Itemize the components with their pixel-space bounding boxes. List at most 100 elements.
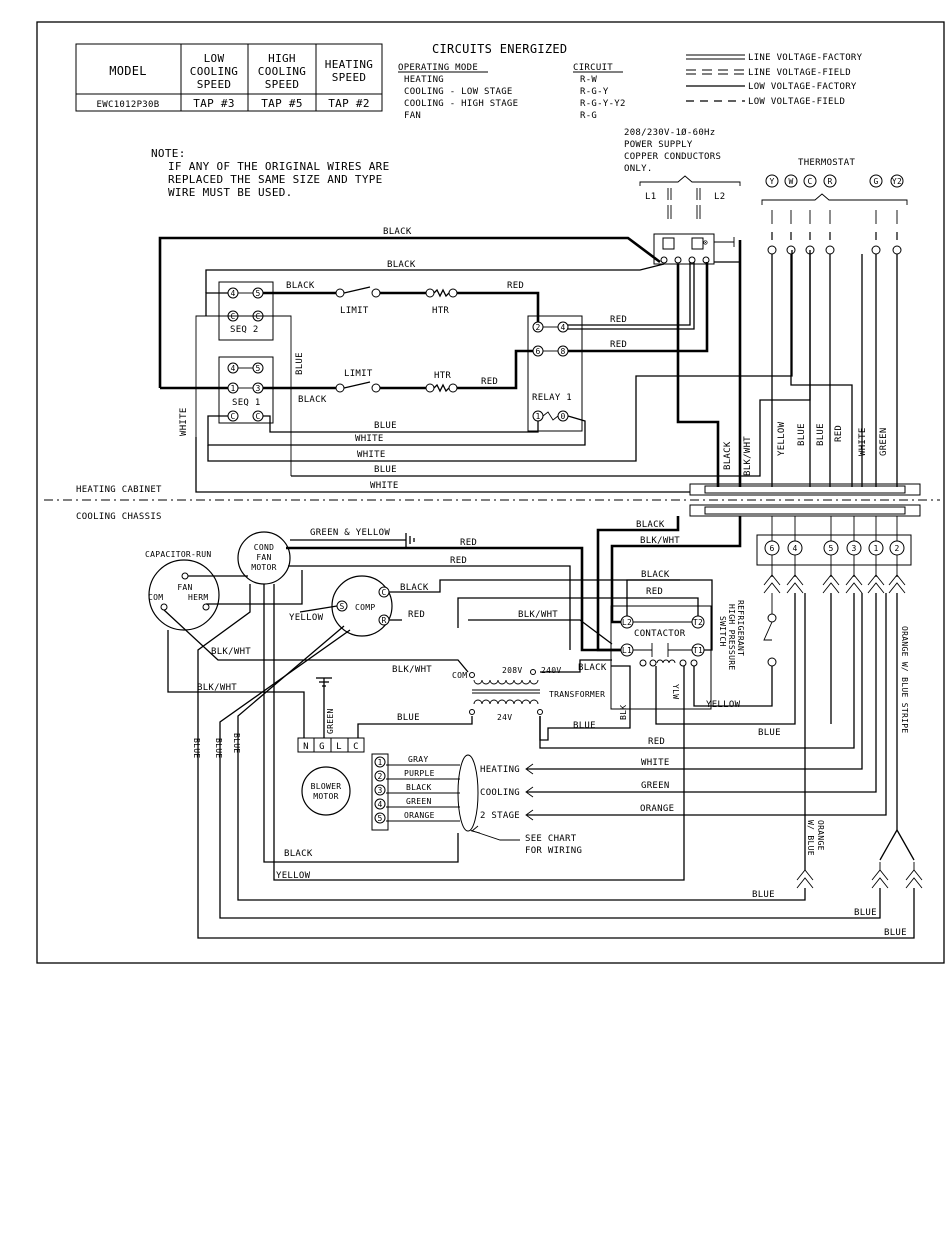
wire-label-blue-c2: BLUE [573, 721, 596, 731]
wire-label-black-top: BLACK [383, 227, 412, 237]
seq2-label: SEQ 2 [230, 325, 259, 335]
circuits-circuit-header: CIRCUIT [573, 63, 613, 73]
thermostat-title: THERMOSTAT [798, 158, 855, 168]
wire-label-blue-c3: BLUE [758, 728, 781, 738]
note-line-2: REPLACED THE SAME SIZE AND TYPE [168, 173, 383, 186]
table-low-value: TAP #3 [193, 97, 235, 110]
wire-label-black-c4: BLACK [578, 663, 607, 673]
circuit-value-3: R-G-Y-Y2 [580, 99, 626, 109]
label-cooling-chassis: COOLING CHASSIS [76, 512, 162, 522]
svg-text:6: 6 [535, 347, 540, 356]
thermostat-terminal-y2: Y2 [890, 174, 904, 188]
seq2-box [218, 281, 274, 341]
strip-terminal-4: 4 [787, 540, 803, 556]
wire-label-black-2: BLACK [387, 260, 416, 270]
circuit-value-4: R-G [580, 111, 597, 121]
wire-label-red-c4: RED [408, 610, 425, 620]
orange-wblue-1: ORANGE [816, 820, 825, 851]
circuit-mode-3: COOLING - HIGH STAGE [404, 99, 518, 109]
wire-label-blkwht-c2: BLK/WHT [211, 647, 251, 657]
limit-1-label: LIMIT [340, 306, 369, 316]
svg-text:FAN: FAN [177, 583, 192, 592]
svg-text:COM: COM [148, 593, 163, 602]
orange-wblue-2: W/ BLUE [806, 820, 815, 856]
svg-text:GRAY: GRAY [408, 755, 428, 764]
svg-text:3: 3 [377, 786, 382, 795]
wire-label-blue-v2: BLUE [214, 738, 223, 758]
label-heating-cabinet: HEATING CABINET [76, 485, 162, 495]
wire-label-black-vert: BLACK [723, 441, 733, 470]
strip-terminal-5: 5 [823, 540, 839, 556]
thermostat-terminal-r: R [823, 174, 837, 188]
see-chart-2: FOR WIRING [525, 846, 582, 856]
svg-text:GREEN: GREEN [406, 797, 432, 806]
wire-label-black-4: BLACK [298, 395, 327, 405]
wire-label-blue-vert-2: BLUE [797, 423, 807, 446]
svg-text:Y: Y [769, 177, 774, 186]
svg-text:MOTOR: MOTOR [251, 563, 277, 572]
svg-text:1: 1 [535, 412, 540, 421]
wire-label-red-1: RED [507, 281, 524, 291]
svg-text:8: 8 [560, 347, 565, 356]
circuits-energized: CIRCUITS ENERGIZED OPERATING MODE CIRCUI… [398, 42, 626, 121]
wire-label-black-c3: BLACK [400, 583, 429, 593]
svg-text:CAPACITOR-RUN: CAPACITOR-RUN [145, 550, 212, 559]
wire-label-red-2: RED [481, 377, 498, 387]
wire-label-blkwht-c1: BLK/WHT [640, 536, 680, 546]
svg-text:T2: T2 [693, 618, 703, 627]
svg-text:4: 4 [560, 323, 565, 332]
plug-connector [689, 483, 921, 517]
svg-text:5: 5 [377, 814, 382, 823]
contactor-l1: L1 [620, 643, 634, 657]
wire-label-green-yellow: GREEN & YELLOW [310, 528, 390, 538]
power-l2: L2 [714, 192, 725, 202]
power-line-1: 208/230V-1Ø-60Hz [624, 127, 716, 138]
wire-label-blkwht-c3: BLK/WHT [392, 665, 432, 675]
svg-text:0: 0 [560, 412, 565, 421]
svg-text:Y2: Y2 [892, 177, 902, 186]
wire-label-blkwht-c5: BLK/WHT [518, 610, 558, 620]
wire-label-blue-v1: BLUE [192, 738, 201, 758]
svg-text:S: S [339, 602, 344, 611]
wire-label-white-vert: WHITE [179, 407, 189, 436]
svg-text:208V: 208V [502, 666, 522, 675]
hp-switch-label-3: SWITCH [718, 616, 727, 647]
svg-text:C: C [230, 312, 235, 321]
svg-text:COM: COM [452, 671, 467, 680]
wire-label-blue-1: BLUE [374, 421, 397, 431]
svg-text:L2: L2 [622, 618, 632, 627]
wire-label-orange-stripe: ORANGE W/ BLUE STRIPE [900, 626, 909, 733]
compressor: C S R COMP [331, 575, 393, 637]
thermostat-terminal-y: Y [765, 174, 779, 188]
note-line-1: IF ANY OF THE ORIGINAL WIRES ARE [168, 160, 390, 173]
power-terminal-block [653, 233, 715, 265]
table-header-model: MODEL [109, 64, 147, 78]
wire-label-red-3: RED [610, 315, 627, 325]
svg-text:W: W [788, 177, 793, 186]
wire-label-blk-vert: BLK [619, 705, 628, 720]
svg-text:1: 1 [873, 544, 878, 553]
svg-text:BLACK: BLACK [406, 783, 432, 792]
wire-label-yellow-c2: YELLOW [276, 871, 311, 881]
wire-label-red-c5: RED [648, 737, 665, 747]
strip-terminal-6: 6 [764, 540, 780, 556]
capacitor-run: CAPACITOR-RUN FAN COM HERM [145, 550, 220, 631]
line-legend: LINE VOLTAGE-FACTORY LINE VOLTAGE-FIELD … [686, 53, 863, 107]
legend-line-factory: LINE VOLTAGE-FACTORY [748, 53, 863, 63]
svg-text:C: C [381, 588, 386, 597]
relay1-label: RELAY 1 [532, 393, 572, 403]
table-model-value: EWC1012P30B [97, 100, 160, 110]
svg-text:3: 3 [851, 544, 856, 553]
blower-plug: N G L C [297, 737, 365, 753]
svg-text:COND: COND [254, 543, 274, 552]
contactor-t1: T1 [691, 643, 705, 657]
